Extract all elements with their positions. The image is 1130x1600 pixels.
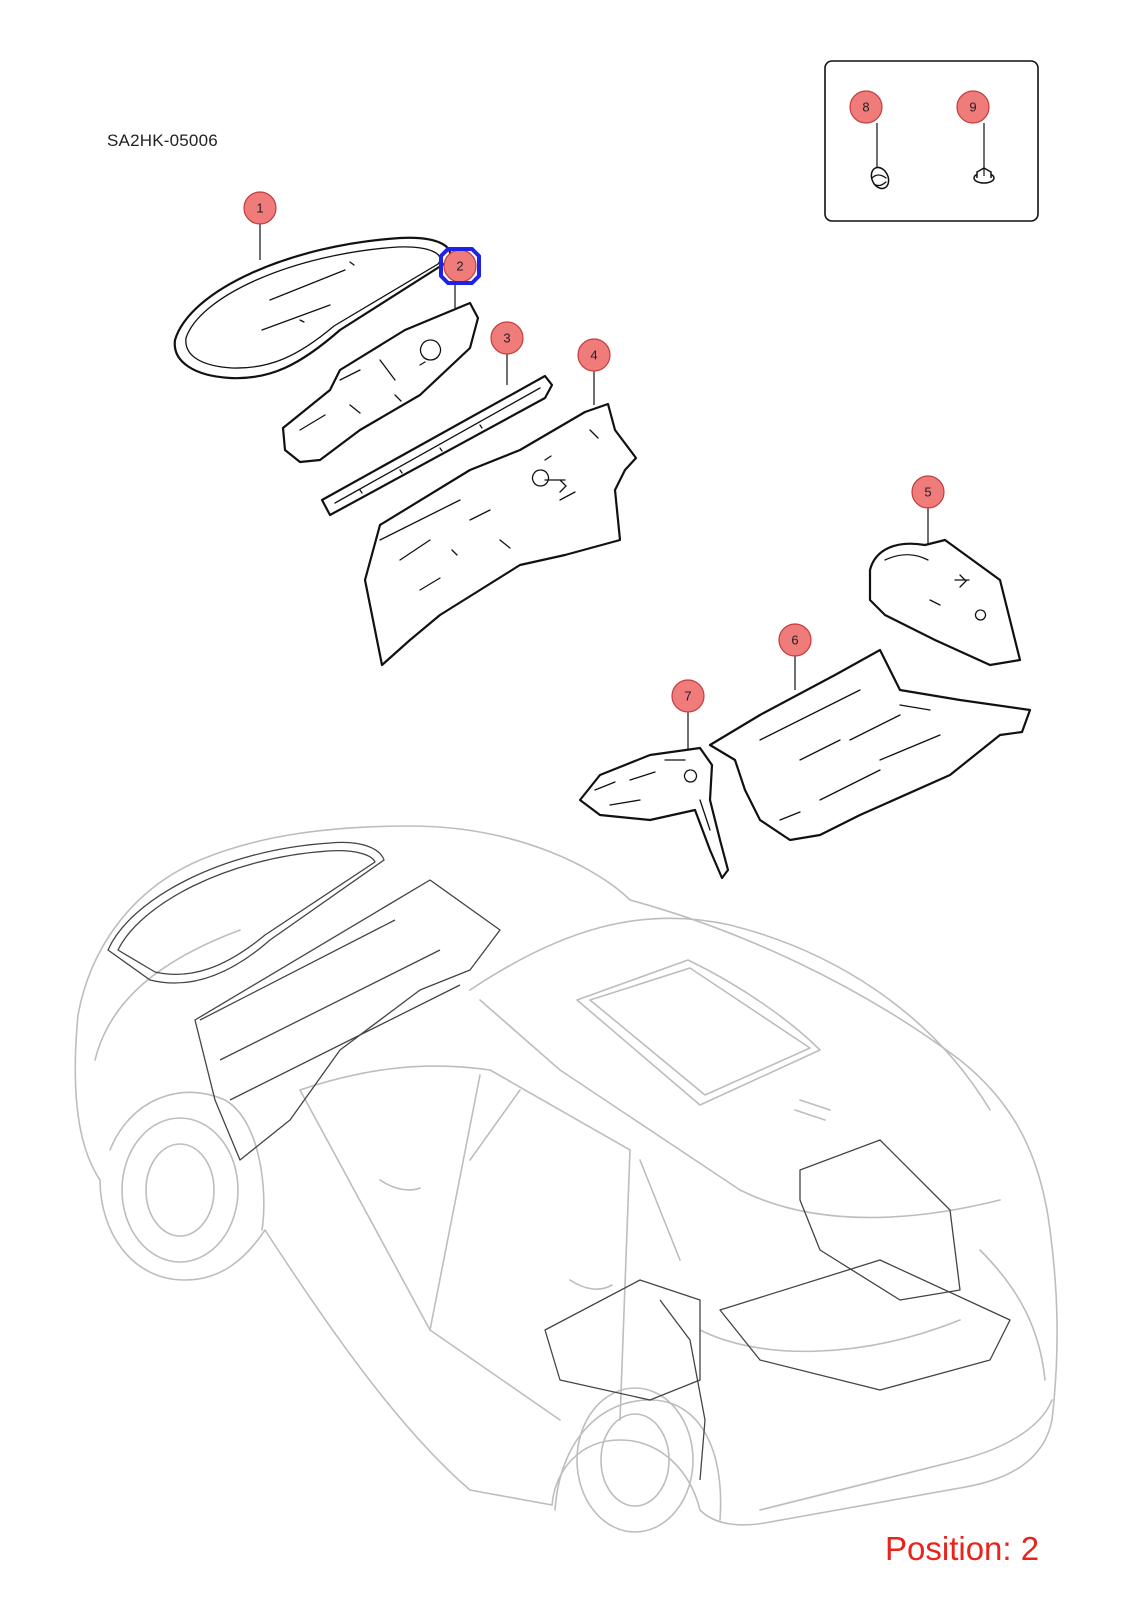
callout-7-bubble[interactable] [671, 679, 705, 713]
position-label: Position: 2 [885, 1530, 1040, 1567]
part-4-dash-insulator-lower[interactable] [363, 402, 638, 667]
callout-5[interactable]: 5 [911, 475, 945, 509]
callout-1[interactable]: 1 [243, 191, 277, 225]
callout-6[interactable]: 6 [778, 623, 812, 657]
callout-8-label: 8 [862, 100, 869, 115]
callout-9-label: 9 [969, 100, 976, 115]
callout-4[interactable]: 4 [577, 338, 611, 372]
callout-5-bubble[interactable] [911, 475, 945, 509]
callout-2[interactable]: 2 [443, 249, 477, 283]
part-7-side-trim[interactable] [578, 746, 730, 880]
callout-8-bubble[interactable] [849, 90, 883, 124]
part-3-cowl-seal[interactable] [320, 374, 554, 517]
callout-8[interactable]: 8 [849, 90, 883, 124]
fastener-inset [824, 60, 1039, 222]
callout-2-label: 2 [456, 259, 463, 274]
callout-9-bubble[interactable] [956, 90, 990, 124]
clip-part-8 [870, 166, 890, 190]
callout-7[interactable]: 7 [671, 679, 705, 713]
callout-3-label: 3 [503, 331, 510, 346]
callout-5-label: 5 [924, 485, 931, 500]
diagram-code: SA2HK-05006 [107, 131, 218, 150]
callout-4-bubble[interactable] [577, 338, 611, 372]
callout-1-label: 1 [256, 201, 263, 216]
callout-6-bubble[interactable] [778, 623, 812, 657]
callout-6-label: 6 [791, 633, 798, 648]
callout-7-label: 7 [684, 689, 691, 704]
part-6-floor-insulator[interactable] [708, 648, 1032, 842]
callout-1-bubble[interactable] [243, 191, 277, 225]
part-2-dash-insulator-upper[interactable] [281, 301, 480, 464]
callout-4-label: 4 [590, 348, 597, 363]
leader-lines [259, 223, 929, 750]
callout-9[interactable]: 9 [956, 90, 990, 124]
nut-part-9 [973, 167, 995, 184]
callout-3[interactable]: 3 [490, 321, 524, 355]
part-5-wheelhouse-trim[interactable] [868, 538, 1022, 667]
vehicle-outline [74, 825, 1058, 1533]
selection-highlight [439, 247, 481, 285]
callout-3-bubble[interactable] [490, 321, 524, 355]
installed-parts [107, 841, 1011, 1481]
